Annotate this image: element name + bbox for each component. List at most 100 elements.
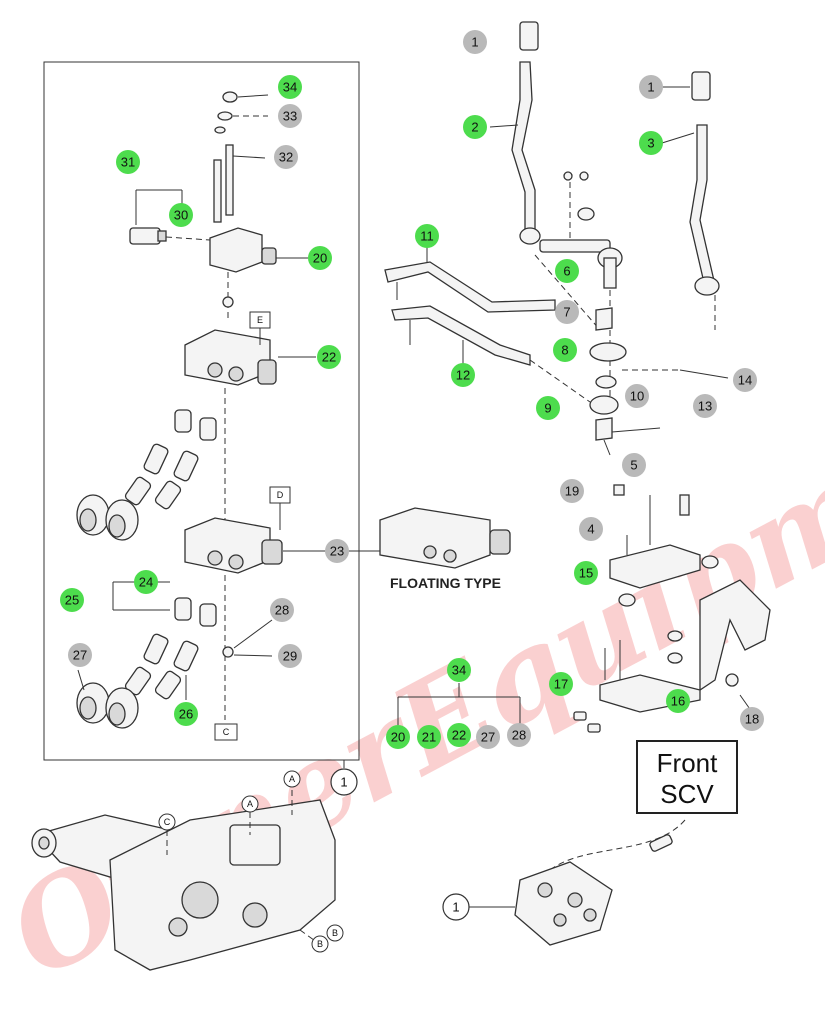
callout-c3-bubble (639, 131, 663, 155)
callout-c13-label: 13 (698, 399, 712, 414)
callout-c34b-label: 34 (452, 663, 466, 678)
legend-callout-0-label: 20 (391, 730, 405, 745)
callout-c11-bubble (415, 224, 439, 248)
svg-text:E: E (257, 315, 263, 325)
callout-c4: 4 (579, 517, 603, 541)
callout-c16-bubble (666, 689, 690, 713)
quick-couplers-upper (76, 388, 226, 541)
callout-c10: 10 (625, 384, 649, 408)
callout-c4-bubble (579, 517, 603, 541)
callout-c14-bubble (733, 368, 757, 392)
callout-c23-label: 23 (330, 544, 344, 559)
relief-valve-20 (209, 227, 308, 320)
callout-c16: 16 (666, 689, 690, 713)
lever-left (489, 21, 541, 245)
callout-c30-label: 30 (174, 208, 188, 223)
callout-c33: 33 (278, 104, 302, 128)
legend-callout-3-bubble (476, 725, 500, 749)
callout-c27-label: 27 (73, 648, 87, 663)
callout-c1b-bubble (639, 75, 663, 99)
section-valve-upper: E (184, 311, 316, 386)
callout-c22-label: 22 (322, 350, 336, 365)
callout-c24: 24 (134, 570, 158, 594)
rear-scv-tags: A A C B B (158, 770, 344, 953)
legend-callout-2: 22 (447, 723, 471, 747)
svg-text:SCV: SCV (660, 779, 714, 809)
callout-c28-bubble (270, 598, 294, 622)
callout-c12-label: 12 (456, 368, 470, 383)
callout-c22: 22 (317, 345, 341, 369)
bracket-15 (609, 484, 719, 607)
legend-callout-3: 27 (476, 725, 500, 749)
lever-right (661, 71, 720, 296)
legend-callout-0: 20 (386, 725, 410, 749)
callout-c3: 3 (639, 131, 663, 155)
front-scv-box: Front SCV (539, 740, 738, 881)
callout-c25: 25 (60, 588, 84, 612)
callout-c9-bubble (536, 396, 560, 420)
sub-assembly-legend (397, 683, 521, 725)
callout-c14: 14 (733, 368, 757, 392)
callout-c23-bubble (325, 539, 349, 563)
callout-c15-bubble (574, 561, 598, 585)
legend-callout-2-bubble (447, 723, 471, 747)
callout-c7-label: 7 (563, 305, 570, 320)
callout-c4-label: 4 (587, 522, 594, 537)
callout-c31: 31 (116, 150, 140, 174)
callout-c13-bubble (693, 394, 717, 418)
callout-c8-bubble (553, 338, 577, 362)
section-valve-lower: D (184, 486, 400, 574)
callout-c2-label: 2 (471, 120, 478, 135)
callout-c9-label: 9 (544, 401, 551, 416)
lever-shaft-assembly (534, 171, 729, 456)
callout-c1b-label: 1 (647, 80, 654, 95)
callout-c12: 12 (451, 363, 475, 387)
valve-group-box (43, 61, 360, 761)
callout-c20-label: 20 (313, 251, 327, 266)
callout-c18-bubble (740, 707, 764, 731)
callout-c34a-bubble (278, 75, 302, 99)
callout-c27: 27 (68, 643, 92, 667)
legend-callout-0-bubble (386, 725, 410, 749)
valve-top-bolts (213, 91, 269, 223)
callout-c13: 13 (693, 394, 717, 418)
front-scv-ref-callout: 1 (442, 893, 470, 921)
callout-c2-bubble (463, 115, 487, 139)
callout-c16-label: 16 (671, 694, 685, 709)
callout-c10-bubble (625, 384, 649, 408)
callout-c25-bubble (60, 588, 84, 612)
callout-c3-label: 3 (647, 136, 654, 151)
svg-text:C: C (223, 727, 230, 737)
callout-c6: 6 (555, 259, 579, 283)
callout-c1a: 1 (463, 30, 487, 54)
callout-c10-label: 10 (630, 389, 644, 404)
callout-c7-bubble (555, 300, 579, 324)
svg-text:A: A (247, 799, 253, 809)
callout-c24-label: 24 (139, 575, 153, 590)
callout-c33-label: 33 (283, 109, 297, 124)
callout-c20-bubble (308, 246, 332, 270)
callout-c27-bubble (68, 643, 92, 667)
callout-c24-bubble (134, 570, 158, 594)
svg-text:B: B (317, 939, 323, 949)
callout-c32-bubble (274, 145, 298, 169)
callout-c5: 5 (622, 453, 646, 477)
callout-layer: 3433323130202223242526272829121367891011… (60, 30, 764, 749)
callout-c26: 26 (174, 702, 198, 726)
svg-text:1: 1 (452, 900, 459, 915)
callout-c17: 17 (549, 672, 573, 696)
group-box-ref-callout: 1 (330, 768, 358, 796)
callout-c8-label: 8 (561, 343, 568, 358)
callout-c31-bubble (116, 150, 140, 174)
callout-c18: 18 (740, 707, 764, 731)
callout-c12-bubble (451, 363, 475, 387)
callout-c22-bubble (317, 345, 341, 369)
callout-c32: 32 (274, 145, 298, 169)
callout-c17-bubble (549, 672, 573, 696)
callout-c19-label: 19 (565, 484, 579, 499)
callout-c9: 9 (536, 396, 560, 420)
callout-c26-label: 26 (179, 707, 193, 722)
callout-c33-bubble (278, 104, 302, 128)
callout-c34b: 34 (447, 658, 471, 682)
